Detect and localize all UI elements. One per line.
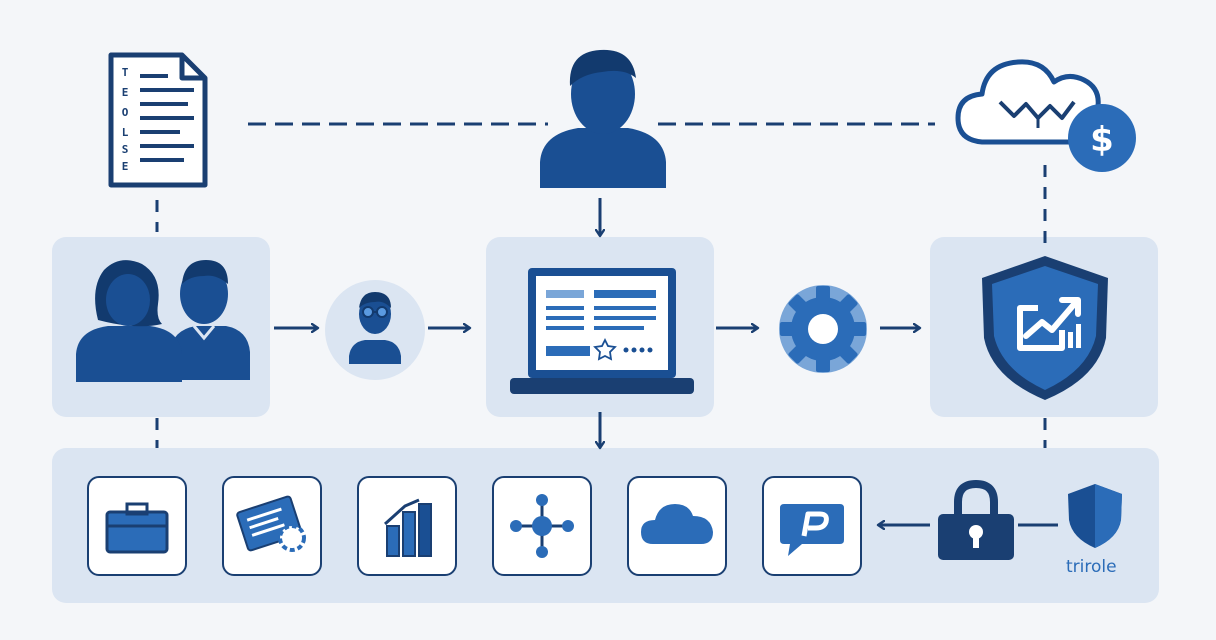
briefcase-icon <box>105 502 169 554</box>
gear-icon <box>778 284 868 374</box>
svg-text:$: $ <box>1090 120 1114 160</box>
bar-chart-tile[interactable] <box>357 476 457 576</box>
laptop-icon <box>510 264 694 396</box>
bar-chart-icon <box>383 498 432 557</box>
person-glasses-icon <box>323 278 427 382</box>
two-people-icon <box>76 258 252 384</box>
chat-bubble-icon <box>780 504 844 556</box>
document-letter: S <box>121 143 129 156</box>
shield-chart-icon <box>978 252 1112 402</box>
document-letter: E <box>121 160 129 173</box>
users-panel <box>52 237 270 417</box>
padlock-icon <box>934 478 1018 562</box>
person-icon <box>540 44 666 192</box>
network-hub-icon <box>510 494 574 558</box>
cloud-tile[interactable] <box>627 476 727 576</box>
id-card-tile[interactable] <box>222 476 322 576</box>
document-letter: E <box>121 86 129 99</box>
id-card-icon <box>236 495 306 552</box>
briefcase-tile[interactable] <box>87 476 187 576</box>
document-letter: T <box>121 66 129 79</box>
document-letter: O <box>121 106 129 119</box>
shield-caption: trirole <box>1066 557 1117 577</box>
document-letter: L <box>121 126 129 139</box>
network-hub-tile[interactable] <box>492 476 592 576</box>
cloud-icon <box>641 504 713 544</box>
shield-icon <box>1066 482 1124 550</box>
chat-bubble-tile[interactable] <box>762 476 862 576</box>
cloud-dollar-icon: $ <box>952 52 1142 174</box>
document-icon <box>108 52 208 192</box>
